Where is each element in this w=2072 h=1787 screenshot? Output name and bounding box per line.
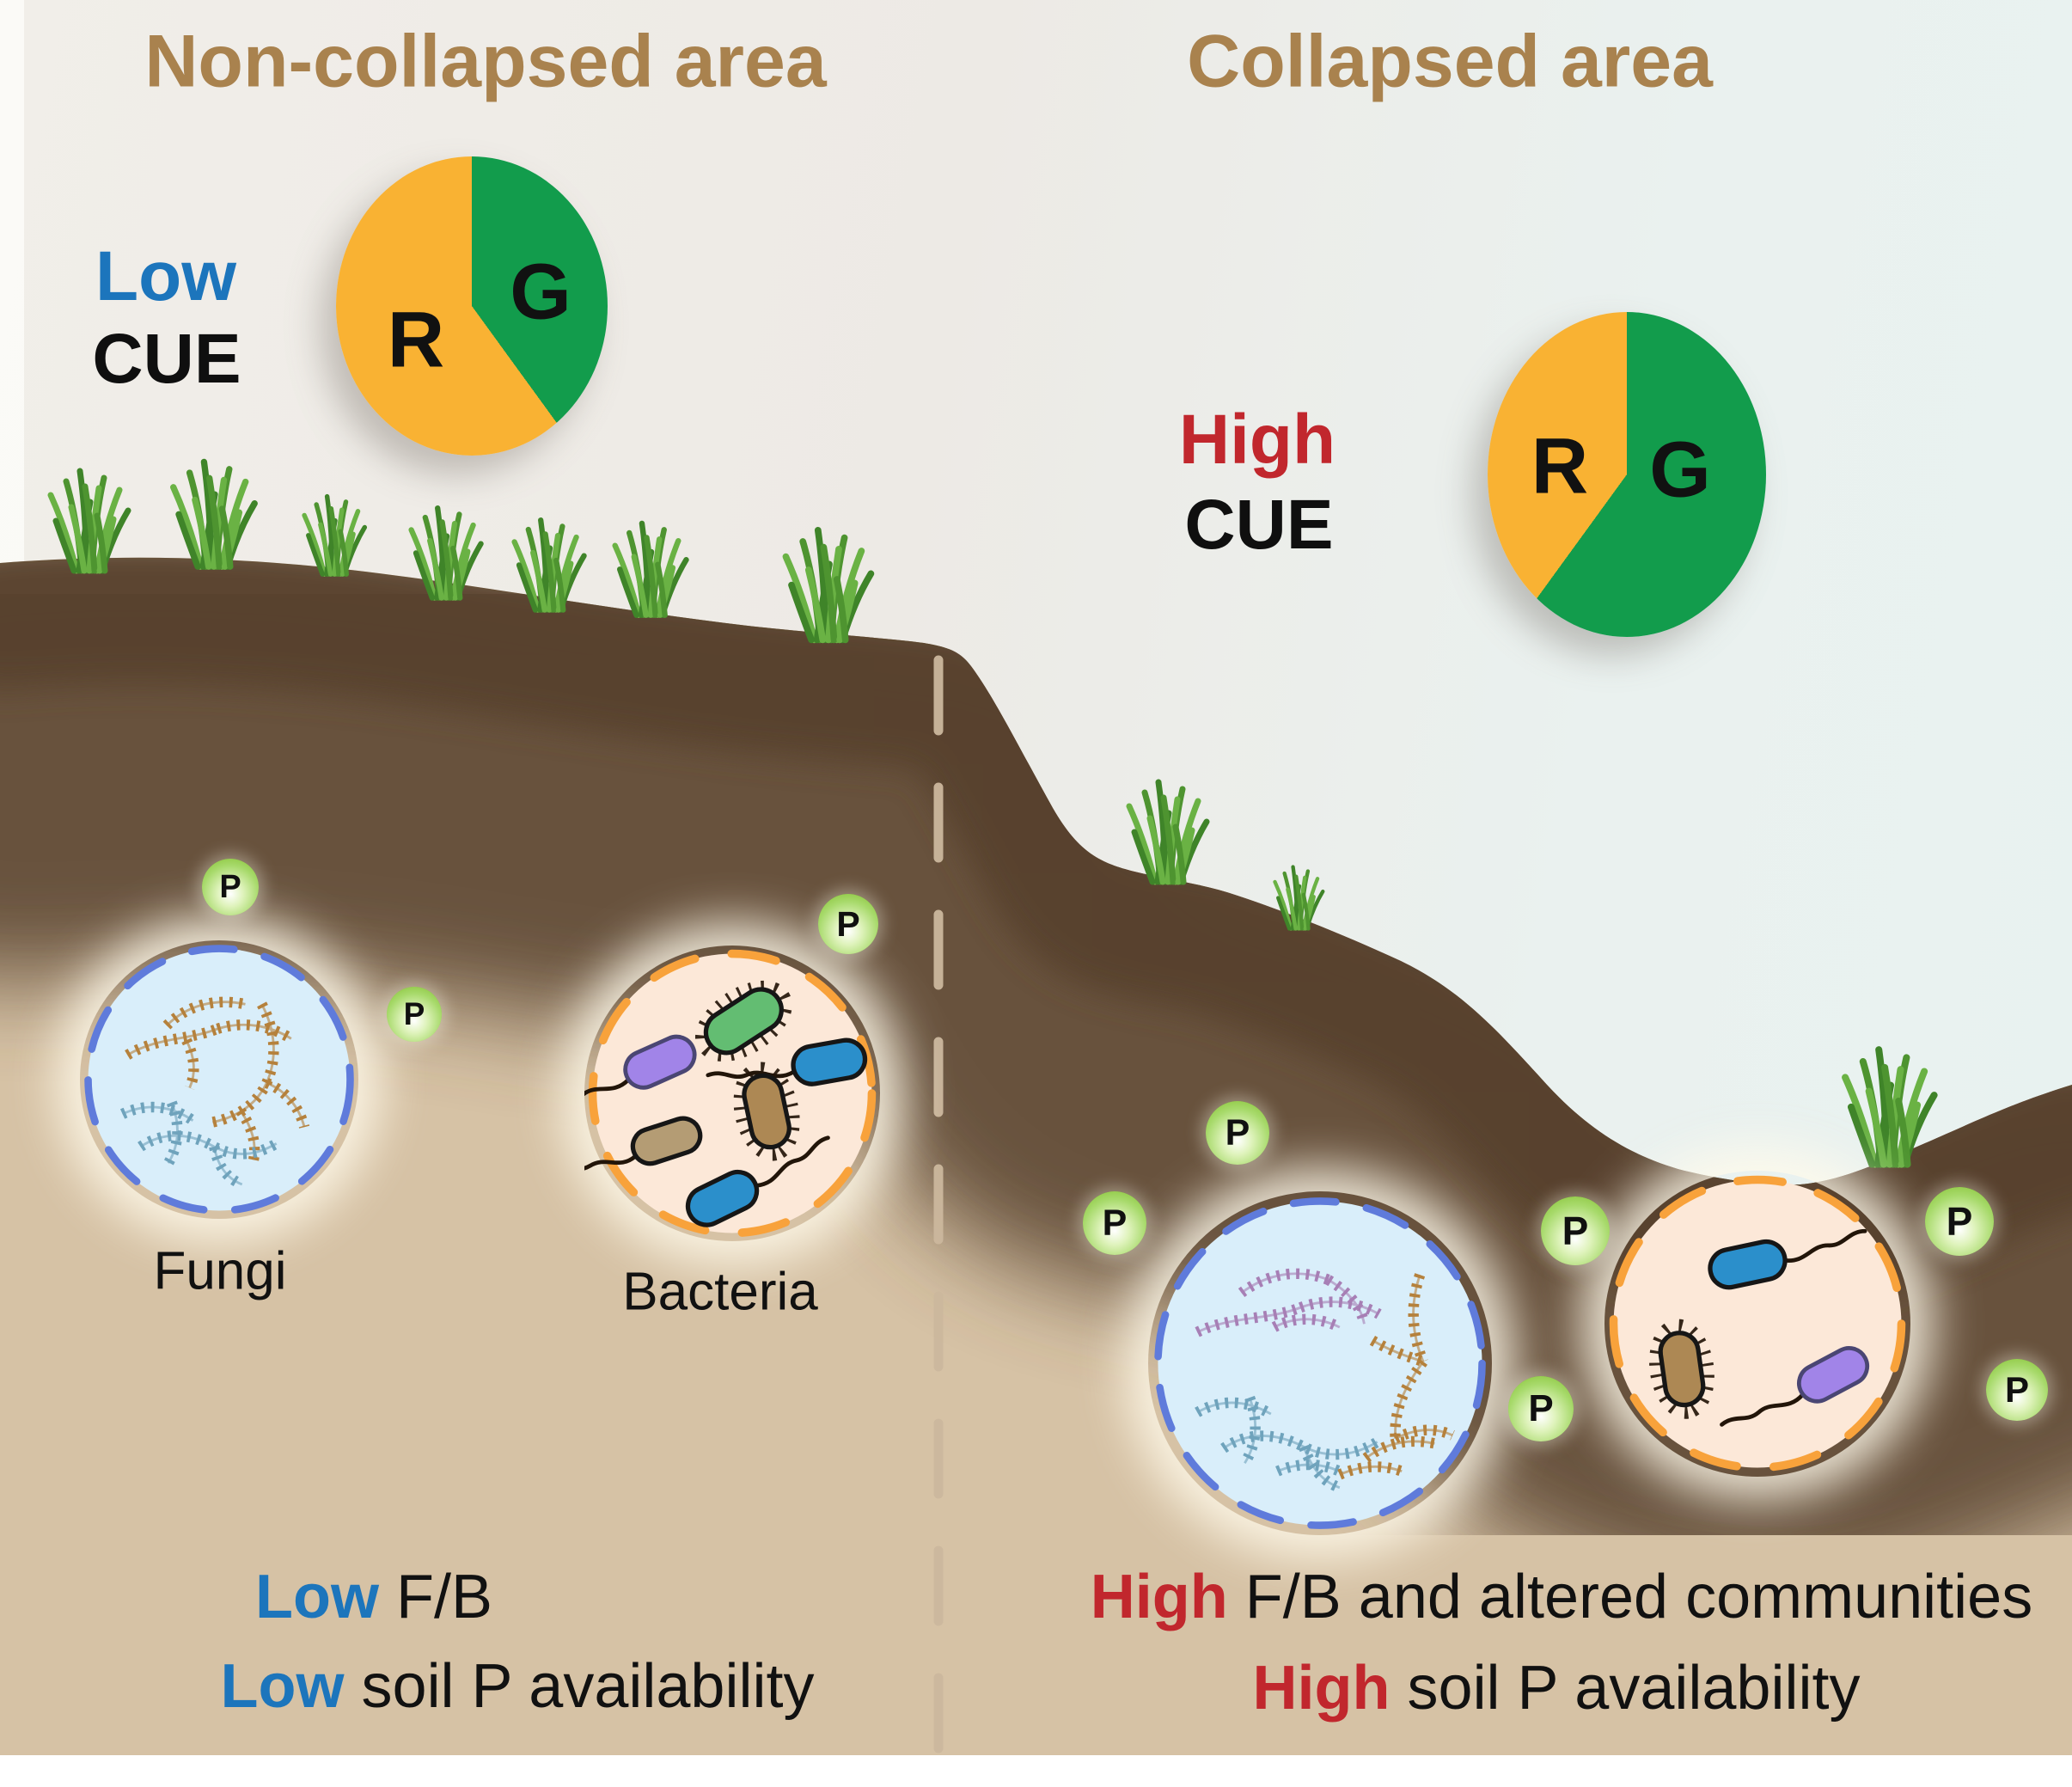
left-cue-metric: CUE <box>92 320 241 398</box>
blue-flagellate-bacterium <box>1708 1228 1867 1290</box>
phosphorus-marker: P <box>1925 1187 1994 1256</box>
phosphorus-marker: P <box>202 859 259 915</box>
pie-slice-label-g: G <box>1649 425 1711 514</box>
phosphorus-marker-letter: P <box>1528 1387 1554 1429</box>
pie-chart-low-cue: R G <box>336 156 608 456</box>
left-edge-strip <box>0 0 24 602</box>
phosphorus-marker: P <box>1986 1359 2048 1421</box>
phosphorus-marker-letter: P <box>1102 1202 1128 1244</box>
purple-flagellate-bacterium <box>584 1034 697 1106</box>
left-cue-level: Low <box>95 237 236 315</box>
phosphorus-marker: P <box>1083 1191 1146 1255</box>
left-caption-line1-emphasis: Low <box>255 1563 379 1631</box>
phosphorus-marker-letter: P <box>403 996 425 1031</box>
fungi-community-circle-left <box>80 940 358 1219</box>
pie-chart-high-cue: R G <box>1488 312 1766 637</box>
green-ciliated-bacterium <box>694 980 792 1062</box>
phosphorus-marker-letter: P <box>836 903 860 944</box>
fungi-community-circle-right <box>1148 1191 1492 1535</box>
phosphorus-marker-letter: P <box>1562 1209 1589 1253</box>
title-collapsed-area: Collapsed area <box>1187 20 1713 103</box>
left-caption-line1: Low F/B <box>255 1562 492 1632</box>
blue-flagellate-bacterium <box>706 1037 868 1086</box>
bacteria-label: Bacteria <box>622 1262 818 1322</box>
purple-flagellate-bacterium <box>1720 1346 1870 1427</box>
pie-slice-label-r: R <box>1531 422 1589 511</box>
bottom-white-strip <box>0 1755 2072 1787</box>
left-caption-line2: Low soil P availability <box>221 1651 815 1722</box>
phosphorus-marker: P <box>1541 1196 1610 1265</box>
pie-slice-label-g: G <box>510 248 571 336</box>
fungi-label: Fungi <box>153 1241 287 1301</box>
left-caption-line2-emphasis: Low <box>220 1652 345 1721</box>
right-caption-line2-rest: soil P availability <box>1390 1654 1861 1723</box>
right-caption-line2: High soil P availability <box>1253 1653 1861 1723</box>
phosphorus-marker: P <box>1508 1376 1574 1441</box>
phosphorus-marker-letter: P <box>1946 1199 1973 1244</box>
right-caption-line1-rest: F/B and altered communities <box>1227 1563 2033 1631</box>
left-caption-line1-rest: F/B <box>378 1563 492 1631</box>
right-cue-level: High <box>1178 401 1336 479</box>
phosphorus-marker: P <box>387 987 442 1042</box>
right-caption-line2-emphasis: High <box>1252 1654 1391 1723</box>
bacteria-community-circle-left <box>584 946 880 1241</box>
left-caption-line2-rest: soil P availability <box>344 1652 815 1721</box>
blue-flagellate-bacterium <box>685 1135 830 1227</box>
tan-flagellate-bacterium <box>584 1116 703 1175</box>
right-caption-line1: High F/B and altered communities <box>1091 1562 2032 1632</box>
right-caption-line1-emphasis: High <box>1090 1563 1228 1631</box>
phosphorus-marker-letter: P <box>2004 1369 2029 1410</box>
phosphorus-marker: P <box>818 894 878 954</box>
pie-slice-label-r: R <box>387 296 445 384</box>
phosphorus-marker: P <box>1206 1101 1269 1165</box>
bacteria-community-circle-right <box>1604 1171 1910 1477</box>
phosphorus-marker-letter: P <box>1225 1111 1250 1154</box>
title-noncollapsed-area: Non-collapsed area <box>144 20 827 103</box>
right-cue-metric: CUE <box>1184 486 1334 564</box>
phosphorus-marker-letter: P <box>219 868 241 905</box>
